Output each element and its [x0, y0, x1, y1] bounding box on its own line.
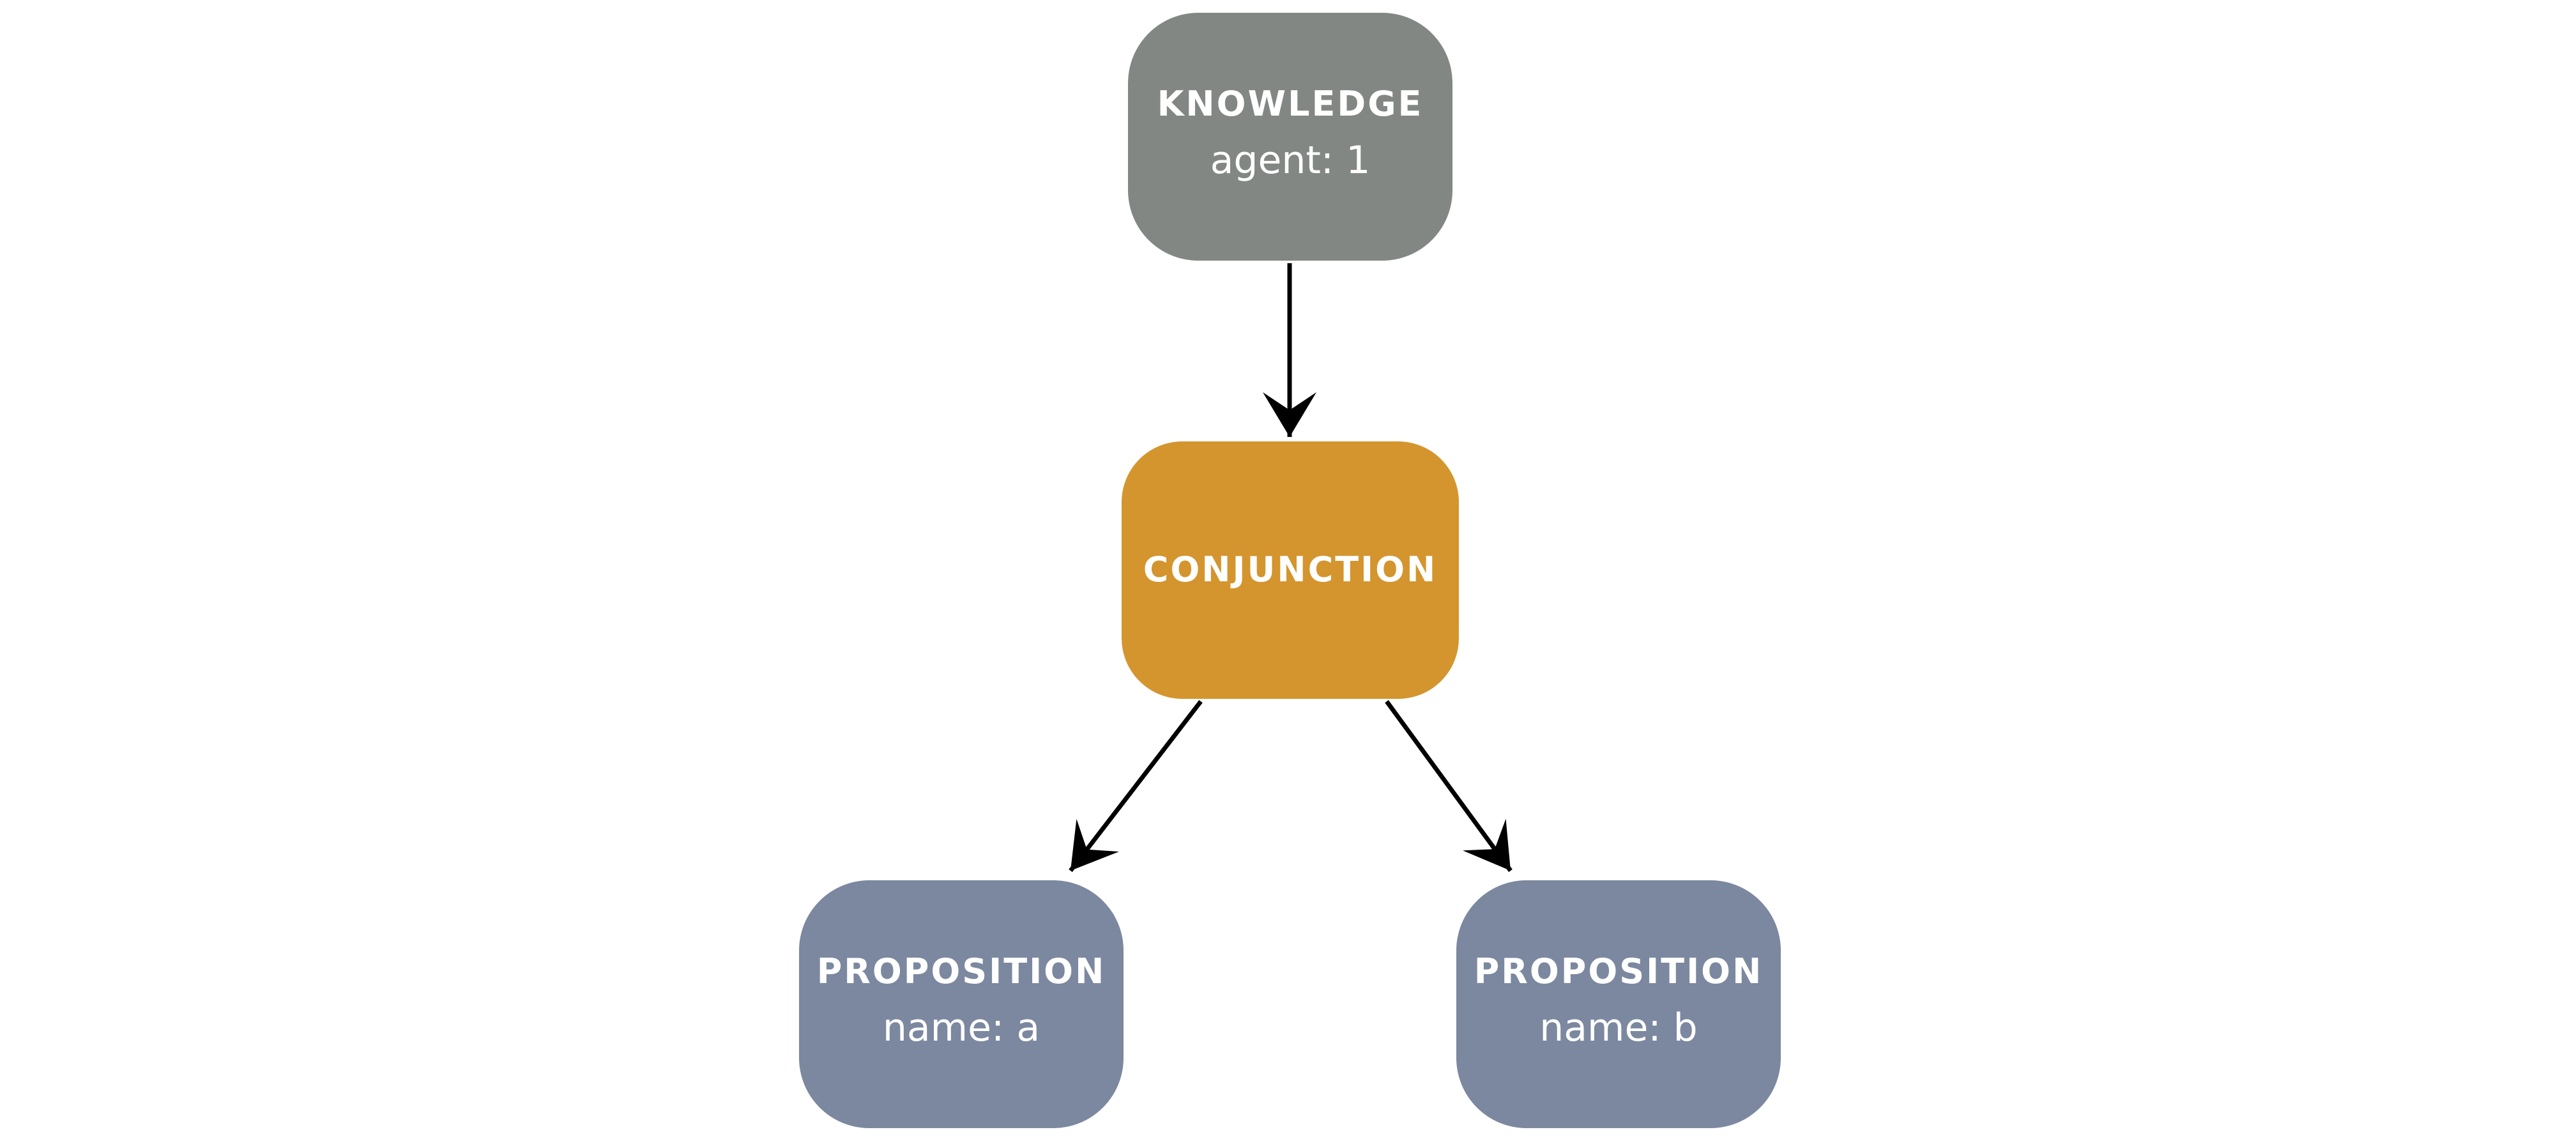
conjunction-node-type: CONJUNCTION: [1143, 549, 1438, 590]
knowledge-node-type: KNOWLEDGE: [1157, 83, 1424, 124]
proposition-a-node-type: PROPOSITION: [816, 951, 1106, 991]
conjunction-node[interactable]: CONJUNCTION: [1122, 441, 1459, 699]
proposition-node-b[interactable]: PROPOSITION name: b: [1456, 880, 1781, 1128]
edge-conjunction-to-proposition-b: [1385, 699, 1513, 873]
knowledge-node[interactable]: KNOWLEDGE agent: 1: [1128, 13, 1452, 261]
edge-conjunction-to-proposition-a: [1069, 699, 1203, 873]
proposition-a-node-attr: name: a: [882, 1005, 1040, 1051]
knowledge-node-attr: agent: 1: [1210, 138, 1371, 183]
proposition-b-node-type: PROPOSITION: [1474, 951, 1764, 991]
proposition-b-node-attr: name: b: [1539, 1005, 1698, 1051]
proposition-node-a[interactable]: PROPOSITION name: a: [799, 880, 1124, 1128]
